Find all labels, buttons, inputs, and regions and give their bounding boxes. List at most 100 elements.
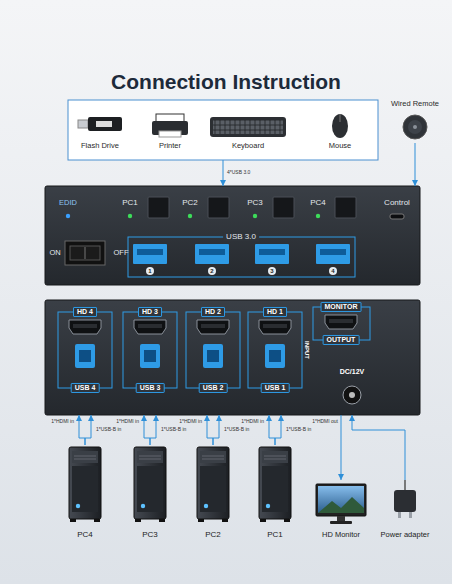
front-panel-art xyxy=(195,244,229,264)
pc-tower: PC3 xyxy=(122,445,178,545)
cable-connector xyxy=(352,415,405,480)
monitor-art xyxy=(330,521,352,524)
front-panel-art xyxy=(208,197,229,218)
pc-tower-art xyxy=(69,447,101,522)
rear-panel-art xyxy=(69,320,101,334)
adapter-art xyxy=(394,480,416,518)
node-label: ON xyxy=(49,249,60,258)
cable-label: 1*USB-B in xyxy=(224,427,249,433)
hd-monitor: HD Monitor xyxy=(313,480,369,545)
wired-remote: Wired Remote xyxy=(385,97,445,143)
front-panel-art xyxy=(45,186,420,285)
port-label: HD 2 xyxy=(201,307,225,317)
front-panel-art xyxy=(335,197,356,218)
port-label: HD 1 xyxy=(263,307,287,317)
power-adapter: Power adapter xyxy=(378,480,433,545)
pc-tower: PC1 xyxy=(247,445,303,545)
cable-label: 1*HDMI in xyxy=(116,419,139,425)
peripheral-art xyxy=(68,100,378,160)
pc-tower-art xyxy=(69,447,291,522)
rear-panel-art xyxy=(265,344,285,368)
front-panel-art xyxy=(128,214,132,218)
node-label: PC1 xyxy=(122,198,138,207)
port-label: HD 4 xyxy=(73,307,97,317)
front-panel-art xyxy=(65,241,105,265)
rear-panel-art xyxy=(248,312,302,388)
cable-connector xyxy=(223,160,224,186)
node-label: Flash Drive xyxy=(81,142,119,151)
rear-panel-art xyxy=(259,320,291,334)
node-label: Printer xyxy=(159,142,181,151)
monitor-art xyxy=(318,497,364,513)
peripheral-art xyxy=(340,114,341,122)
node-label: OFF xyxy=(114,249,129,258)
remote-art xyxy=(403,115,427,139)
adapter-art xyxy=(409,512,412,518)
adapter-art xyxy=(398,512,401,518)
cable-connector xyxy=(79,415,85,445)
pc-tower: PC4 xyxy=(57,445,113,545)
peripheral-art xyxy=(332,114,348,138)
cable-connector xyxy=(144,415,150,445)
rear-panel-art xyxy=(75,344,95,368)
port-label: USB 2 xyxy=(199,383,228,393)
port-label: OUTPUT xyxy=(323,335,360,345)
front-panel-art xyxy=(133,244,167,264)
node-label: PC4 xyxy=(310,198,326,207)
front-panel-art xyxy=(390,214,404,219)
front-panel-art xyxy=(45,186,420,285)
port-number: 2 xyxy=(208,267,216,275)
node-label: PC3 xyxy=(142,530,158,539)
monitor-art xyxy=(316,484,366,524)
peripheral-art xyxy=(159,131,181,137)
node-label: INPUT xyxy=(304,341,311,359)
pc-tower-art xyxy=(259,447,291,522)
node-label: PC3 xyxy=(247,198,263,207)
rear-panel-art xyxy=(45,300,420,415)
front-panel-art xyxy=(66,214,70,218)
rear-panel-art xyxy=(58,312,112,388)
front-panel-art xyxy=(85,247,86,259)
diagram-title: Connection Instruction xyxy=(0,70,452,94)
pc-tower-art xyxy=(197,447,229,522)
peripheral-art xyxy=(96,121,112,127)
peripheral-art xyxy=(78,120,88,128)
cable-label: 1*USB-B in xyxy=(96,427,121,433)
peripheral-box: Flash DrivePrinterKeyboardMouse xyxy=(68,100,378,160)
port-number: 1 xyxy=(146,267,154,275)
cable-connector xyxy=(85,415,91,445)
node-label: HD Monitor xyxy=(322,531,360,540)
peripheral-art xyxy=(213,120,283,134)
rear-panel-art xyxy=(203,344,223,368)
cable-label: 1*HDMI in xyxy=(179,419,202,425)
node-label: Wired Remote xyxy=(391,100,439,109)
front-panel-art xyxy=(255,244,289,264)
node-label: PC1 xyxy=(267,530,283,539)
front-panel-art xyxy=(273,197,294,218)
peripheral-art xyxy=(210,117,286,137)
cable-connector xyxy=(207,415,213,445)
front-panel-art xyxy=(188,214,192,218)
front-panel-art xyxy=(128,237,355,277)
port-label: MONITOR xyxy=(321,302,362,312)
port-label: USB 3 xyxy=(136,383,165,393)
front-panel-art xyxy=(253,214,257,218)
rear-panel-art xyxy=(123,312,177,388)
rear-panel-art xyxy=(186,312,240,388)
rear-panel-art xyxy=(349,392,355,398)
cable-connector xyxy=(415,143,416,186)
cable-connector xyxy=(275,415,281,445)
node-label: Power adapter xyxy=(381,531,430,540)
front-panel-art xyxy=(70,246,100,260)
node-label: Keyboard xyxy=(232,142,264,151)
cable-connector xyxy=(213,415,219,445)
node-label: PC2 xyxy=(182,198,198,207)
node-label: USB 3.0 xyxy=(223,232,259,241)
port-label: USB 1 xyxy=(261,383,290,393)
adapter-art xyxy=(404,480,406,490)
pc-tower-art xyxy=(134,447,166,522)
cable-connector xyxy=(269,415,275,445)
rear-panel-art xyxy=(325,315,357,329)
cable-label: 1*HDMI in xyxy=(241,419,264,425)
